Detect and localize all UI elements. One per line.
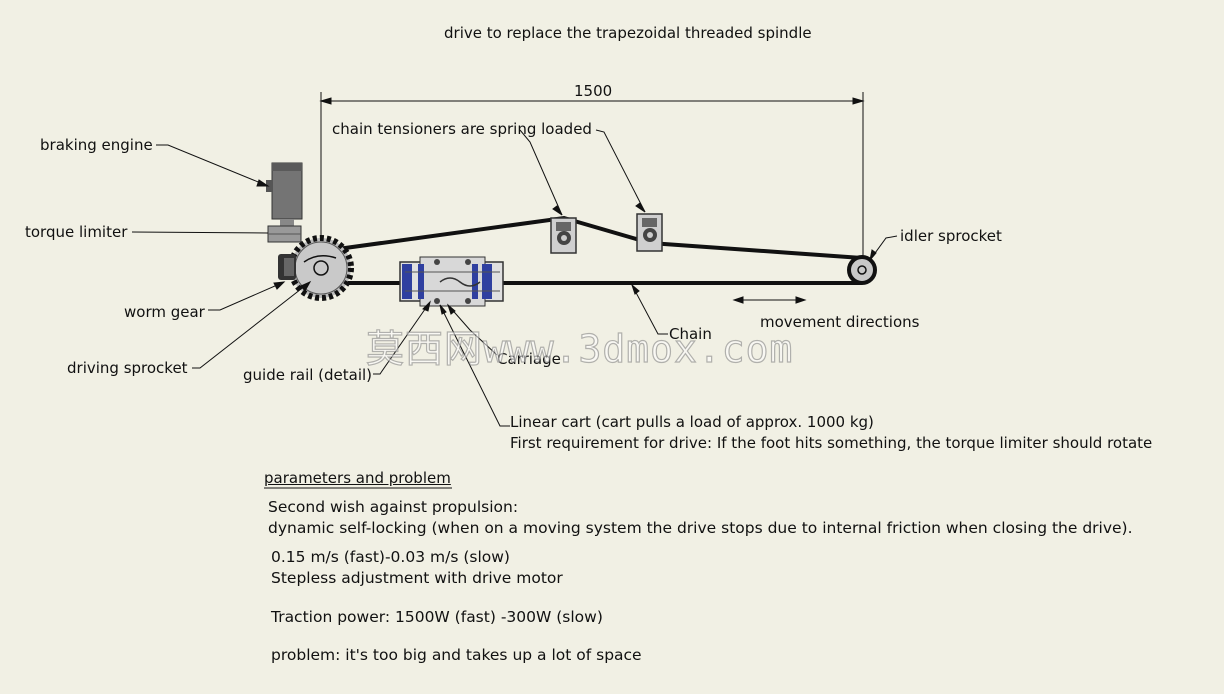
- label-chain-tensioners: chain tensioners are spring loaded: [332, 120, 592, 138]
- label-braking-engine: braking engine: [40, 136, 153, 154]
- label-guide-rail: guide rail (detail): [243, 366, 373, 384]
- diagram-title: drive to replace the trapezoidal threade…: [444, 24, 812, 42]
- linear-cart: [399, 256, 504, 307]
- label-torque-limiter: torque limiter: [25, 223, 128, 241]
- torque-limiter: [267, 225, 302, 243]
- idler-sprocket: [847, 255, 877, 285]
- chain-tensioner-right: [636, 213, 663, 252]
- param-speed: 0.15 m/s (fast)-0.03 m/s (slow): [271, 548, 510, 566]
- watermark: 莫西网www.3dmox.com: [365, 326, 794, 371]
- chain: [315, 215, 863, 285]
- dimension-line: [319, 92, 865, 262]
- label-movement-directions: movement directions: [760, 313, 920, 331]
- movement-direction-arrow: [732, 296, 807, 304]
- label-worm-gear: worm gear: [124, 303, 205, 321]
- leader-lines: [131, 129, 898, 489]
- parameters-heading: parameters and problem: [264, 469, 451, 487]
- chain-tensioner-left: [550, 217, 577, 254]
- label-linear-cart: Linear cart (cart pulls a load of approx…: [510, 413, 874, 431]
- braking-engine: [266, 162, 303, 227]
- label-driving-sprocket: driving sprocket: [67, 359, 188, 377]
- worm-gear: [278, 254, 296, 280]
- param-traction: Traction power: 1500W (fast) -300W (slow…: [271, 608, 603, 626]
- param-self-locking: dynamic self-locking (when on a moving s…: [268, 519, 1133, 537]
- param-second-wish: Second wish against propulsion:: [268, 498, 519, 516]
- param-problem: problem: it's too big and takes up a lot…: [271, 646, 642, 664]
- label-chain: Chain: [669, 325, 712, 343]
- dimension-label: 1500: [574, 82, 613, 100]
- param-adjustment: Stepless adjustment with drive motor: [271, 569, 563, 587]
- label-first-requirement: First requirement for drive: If the foot…: [510, 434, 1153, 452]
- driving-sprocket: [288, 235, 354, 301]
- label-idler-sprocket: idler sprocket: [900, 227, 1002, 245]
- label-carriage: Carriage: [497, 350, 561, 368]
